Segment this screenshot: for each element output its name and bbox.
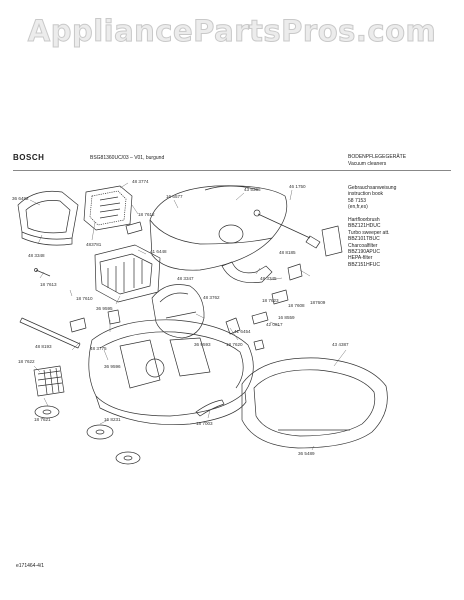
part-number-label: 48 3774 — [132, 179, 149, 184]
latch-part — [287, 263, 303, 281]
dust-bag-part — [321, 225, 343, 257]
bottom-shell-part — [241, 357, 388, 449]
part-number-label: 18 7622 — [18, 359, 35, 364]
part-number-label: 18 7610 — [76, 296, 93, 301]
pin-part — [35, 269, 51, 277]
header-rule — [13, 170, 451, 171]
part-number-label: 48 3347 — [177, 276, 194, 281]
note-line: Charcoalfilter — [348, 242, 378, 249]
note-line: 58 7153 — [348, 197, 367, 204]
note-line: (en,fr,es) — [348, 204, 368, 211]
part-number-label: 36 9593 — [194, 342, 211, 347]
leader-lines — [29, 182, 347, 451]
bracket-part — [69, 317, 87, 333]
part-number-label: 18 7621 — [34, 417, 51, 422]
spring-part — [251, 311, 269, 325]
part-number-label: 48 3762 — [203, 295, 220, 300]
part-number-label: 41 6448 — [150, 249, 167, 254]
bracket-part — [225, 317, 241, 335]
part-number-label: 48 3775 — [90, 346, 107, 351]
category-title-de: BODENPFLEGEGERÄTE — [348, 154, 407, 160]
power-cord-part — [253, 209, 321, 249]
part-number-label: 36 6492 — [12, 196, 29, 201]
fan-housing-part — [151, 284, 205, 339]
bracket-part — [107, 309, 121, 325]
part-number-label: 18 7612 — [138, 212, 155, 217]
note-line: Hartfloorbrush — [348, 217, 380, 224]
part-number-label: 18 7003 — [196, 421, 213, 426]
note-line: BBZ121HDUC — [348, 223, 381, 230]
accessory-notes: Gebrauchsanweisung instruction book 58 7… — [348, 185, 396, 268]
wheel-part — [34, 405, 141, 465]
part-number-label: 42 0817 — [266, 322, 283, 327]
note-line: HEPA-filter — [348, 255, 373, 262]
part-number-label: 187609 — [310, 300, 326, 305]
part-number-label: 36 9595 — [96, 306, 113, 311]
part-number-label: 18 7623 — [262, 298, 279, 303]
clip-part — [125, 221, 143, 235]
part-number-label: 16 8559 — [278, 315, 295, 320]
part-number-label: 16 8231 — [104, 417, 121, 422]
drawing-reference: e171464-4/1 — [16, 563, 45, 569]
part-number-label: 36 9596 — [104, 364, 121, 369]
exhaust-filter-part — [33, 365, 65, 397]
part-number-label: 18 7620 — [226, 342, 243, 347]
watermark: AppliancePartsPros.com — [27, 14, 437, 49]
model-label: BSG81360UC/03 – V01, burgund — [90, 155, 165, 161]
part-number-label: 36 5489 — [298, 451, 315, 456]
note-line: BBZ190APUC — [348, 249, 380, 256]
category-title: BODENPFLEGEGERÄTE Vacuum cleaners — [348, 154, 406, 168]
part-number-label: 43 4387 — [332, 342, 349, 347]
main-body-part — [88, 319, 254, 425]
note-line: BBZ151HFUC — [348, 261, 380, 268]
part-number-label: 18 7613 — [40, 282, 57, 287]
button-part — [271, 289, 289, 305]
note-line: Gebrauchsanweisung — [348, 185, 397, 191]
part-number-label: 43 5396 — [244, 187, 261, 192]
filter-cassette-part — [83, 185, 133, 231]
part-number-label: 48 3348 — [28, 253, 45, 258]
part-number-label: 48 8193 — [35, 344, 52, 349]
top-cover-part — [149, 185, 288, 271]
brand-logo: BOSCH — [13, 153, 45, 162]
part-number-label: 16 6577 — [166, 194, 183, 199]
note-line: instruction book — [348, 191, 384, 198]
part-number-label: 46 1750 — [289, 184, 306, 189]
part-number-label: 41 6454 — [234, 329, 251, 334]
switch-part — [253, 339, 265, 351]
part-number-label: 48 3345 — [260, 276, 277, 281]
extension-tube-part — [19, 317, 81, 349]
bumper-part — [195, 399, 225, 417]
part-number-label: 483781 — [86, 242, 102, 247]
part-number-label: 48 8185 — [279, 250, 296, 255]
category-title-en: Vacuum cleaners — [348, 161, 387, 167]
part-number-label: 18 7608 — [288, 303, 305, 308]
note-line: Turbo sweeper att. — [348, 229, 390, 236]
note-line: BBZ101TBUC — [348, 236, 380, 243]
handle-part — [221, 261, 273, 283]
